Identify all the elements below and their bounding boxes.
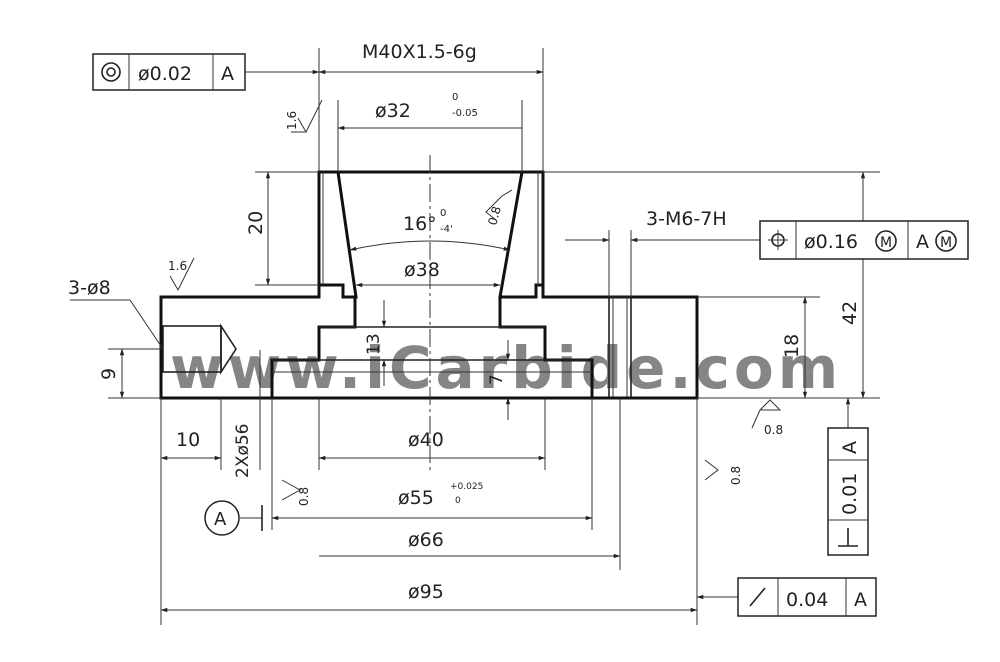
svg-text:A: A — [221, 63, 234, 85]
dia40-label: ø40 — [408, 429, 444, 451]
dia32-tol-lower: -0.05 — [452, 108, 478, 119]
width10-label: 10 — [176, 429, 200, 451]
roughness-symbol-2: 1.6 — [168, 257, 195, 292]
thread-top-label: M40X1.5-6g — [362, 41, 477, 63]
svg-text:ø0.16: ø0.16 — [804, 231, 858, 253]
holes-thread-label: 3-M6-7H — [646, 208, 727, 230]
roughness-symbol-4: 0.8 — [281, 479, 311, 506]
svg-text:A: A — [839, 441, 861, 454]
tolerance-frame-position: ø0.16 M A M — [759, 220, 969, 260]
dimension-lines — [70, 48, 880, 625]
dia55-label: ø55 — [398, 487, 434, 509]
svg-text:0.04: 0.04 — [786, 589, 828, 611]
tolerance-frame-perpendicularity: 0.01 A — [827, 427, 869, 556]
height42-label: 42 — [839, 301, 861, 325]
svg-text:M: M — [880, 235, 892, 251]
height13-label: 13 — [364, 333, 384, 355]
position-icon — [768, 230, 788, 250]
svg-text:1.6: 1.6 — [285, 111, 299, 130]
height18-label: 18 — [781, 334, 803, 358]
angle-tol-upper: 0 — [440, 208, 446, 219]
height7-label: 7 — [487, 374, 507, 385]
roughness-symbol-6: 0.8 — [751, 399, 783, 437]
dimension-labels: M40X1.5-6g ø32 0 -0.05 16° 0 -4' ø38 ø40… — [68, 41, 861, 603]
angle-tol-lower: -4' — [440, 224, 453, 235]
dia66-label: ø66 — [408, 529, 444, 551]
hub-left-wall — [317, 170, 358, 299]
roughness-symbols: 1.6 1.6 0.8 0.8 0.8 0.8 — [168, 99, 783, 506]
part-section — [159, 155, 699, 470]
dia55-tol-upper: +0.025 — [450, 482, 483, 492]
svg-text:0.8: 0.8 — [764, 423, 783, 437]
groove-label: 2Xø56 — [233, 424, 253, 479]
roughness-symbol-1: 1.6 — [285, 99, 323, 134]
dia32-label: ø32 — [375, 100, 411, 122]
svg-text:0.8: 0.8 — [729, 466, 743, 485]
dia38-label: ø38 — [404, 259, 440, 281]
svg-text:0.01: 0.01 — [839, 473, 861, 515]
dia95-label: ø95 — [408, 581, 444, 603]
watermark: www.iCarbide.com — [170, 334, 842, 402]
height20-label: 20 — [245, 211, 267, 235]
svg-text:ø0.02: ø0.02 — [138, 63, 192, 85]
angle-label: 16° — [403, 213, 437, 235]
hub-right-wall — [498, 170, 545, 299]
svg-text:1.6: 1.6 — [168, 259, 187, 273]
concentricity-icon — [101, 62, 121, 82]
dia55-tol-lower: 0 — [455, 496, 461, 506]
height9-label: 9 — [98, 368, 120, 380]
tolerance-frame-runout: 0.04 A — [737, 577, 877, 617]
perpendicularity-icon — [838, 528, 858, 547]
svg-text:A: A — [854, 589, 867, 611]
roughness-symbol-3: 0.8 — [485, 189, 513, 227]
datum-a: A — [204, 500, 240, 536]
svg-text:0.8: 0.8 — [485, 205, 503, 227]
datum-a-label: A — [214, 509, 227, 530]
svg-text:0.8: 0.8 — [297, 487, 311, 506]
svg-text:A: A — [916, 231, 929, 253]
runout-icon — [749, 587, 766, 607]
tolerance-frame-concentricity: ø0.02 A — [92, 53, 246, 91]
dia32-tol-upper: 0 — [452, 92, 458, 103]
roughness-symbol-5: 0.8 — [704, 459, 743, 485]
svg-text:M: M — [940, 235, 952, 251]
holes-side-label: 3-ø8 — [68, 277, 111, 299]
